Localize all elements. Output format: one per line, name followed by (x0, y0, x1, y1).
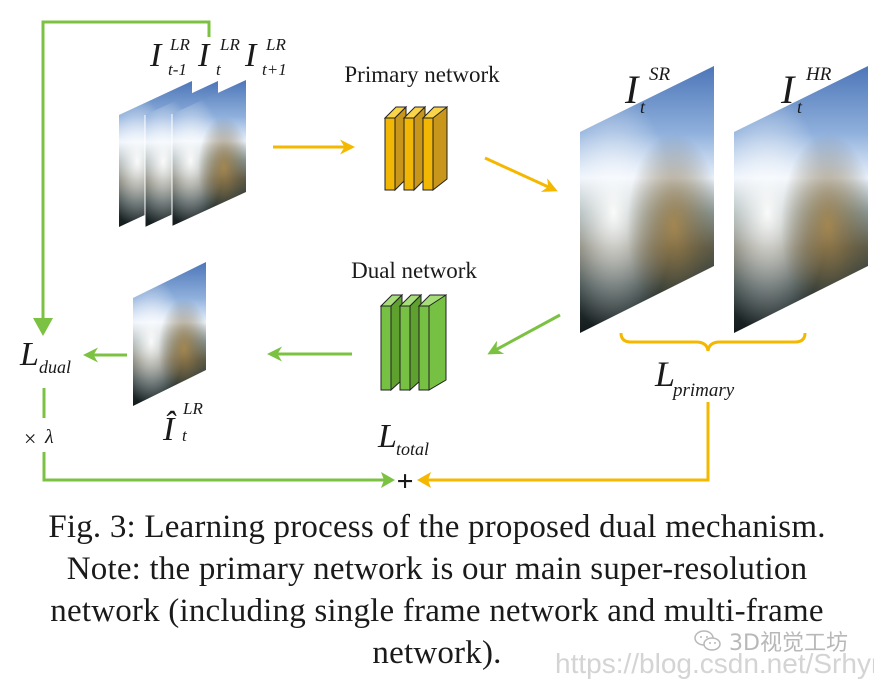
dual-network-block (379, 293, 448, 392)
primary-loss-brace (619, 332, 807, 352)
dual-feedback-line (41, 20, 211, 325)
input-frame-label-sub: t+1 (262, 60, 287, 79)
hr-target-image (734, 66, 868, 333)
input-frames (119, 80, 246, 227)
loss-primary-base: L (654, 354, 675, 394)
sr-output-image (580, 66, 714, 333)
primary-network-label: Primary network (344, 62, 500, 87)
dual-output-label-sub: t (182, 426, 188, 445)
input-frame-label-sup: LR (219, 35, 240, 54)
caption-line: network (including single frame network … (50, 593, 824, 629)
primary-to-total-arrowhead (417, 472, 431, 488)
input-frame-t-plus-1 (171, 80, 246, 226)
loss-dual-sub: dual (39, 357, 71, 377)
dual-output-image (133, 262, 206, 406)
weight-lambda: λ (44, 426, 54, 448)
watermark-account-name: 3D视觉工坊 (729, 631, 848, 656)
loss-total-base: L (377, 418, 397, 455)
hr-label-sub: t (797, 97, 803, 117)
sr-label-base: I (624, 67, 640, 112)
primary-network-block (383, 105, 449, 192)
hr-label-sup: HR (805, 64, 832, 85)
input-frame-label-base: I (244, 37, 258, 74)
input-frame-label-base: I (149, 37, 163, 74)
figure-caption: Fig. 3: Learning process of the proposed… (0, 506, 874, 674)
arrow-sr-to-dual (487, 313, 561, 355)
sr-label-sub: t (640, 97, 646, 117)
input-frame-label-sub: t-1 (168, 60, 187, 79)
dual-mechanism-diagram: I LR t-1 I LR t I LR t+1 Primary network (19, 20, 868, 498)
sum-symbol: + (396, 465, 413, 498)
weight-times: × (24, 426, 36, 451)
watermark-url: https://blog.csdn.net/Srhym (555, 648, 874, 679)
input-frame-label-sub: t (216, 60, 222, 79)
arrow-primary-to-sr (484, 156, 558, 192)
caption-line: Note: the primary network is our main su… (66, 551, 808, 587)
input-frame-label-base: I (197, 37, 211, 74)
loss-dual-base: L (19, 336, 39, 373)
caption-line: Fig. 3: Learning process of the proposed… (48, 509, 826, 545)
dual-feedback-arrowhead (33, 318, 53, 336)
dual-to-total-arrowhead (381, 472, 395, 488)
watermark-account: 3D视觉工坊 (693, 625, 848, 657)
loss-total-sub: total (396, 439, 429, 459)
loss-primary-sub: primary (671, 380, 735, 401)
dual-network-label: Dual network (351, 258, 477, 283)
arrow-dual-loss-to-total (42, 452, 384, 482)
input-frame-label-sup: LR (169, 35, 190, 54)
dual-output-label-sup: LR (182, 399, 203, 418)
input-labels: I LR t-1 I LR t I LR t+1 (149, 35, 287, 79)
input-frame-label-sup: LR (265, 35, 286, 54)
sr-label-sup: SR (649, 64, 671, 85)
dual-output-label-base: Î (162, 411, 177, 448)
wechat-icon (694, 630, 721, 651)
caption-line: network). (372, 635, 502, 671)
arrow-primary-loss-to-total (428, 402, 710, 482)
hr-label-base: I (780, 67, 796, 112)
